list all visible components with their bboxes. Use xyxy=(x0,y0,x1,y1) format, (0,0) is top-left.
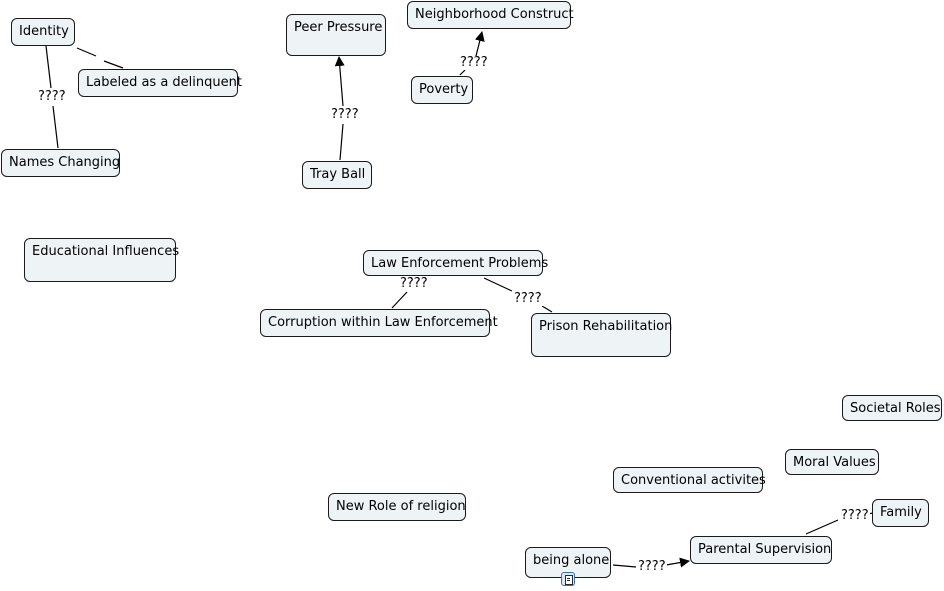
link-tray-peer-lower xyxy=(339,123,344,161)
link-label-poverty-neighborhood[interactable]: ???? xyxy=(459,55,489,70)
concept-prison-rehabilitation[interactable]: Prison Rehabilitation xyxy=(531,313,672,357)
link-label-parental-family[interactable]: ???? xyxy=(840,508,870,523)
concept-conventional-activites[interactable]: Conventional activites xyxy=(613,467,766,493)
document-resource-icon[interactable] xyxy=(561,572,575,586)
link-label-identity-names[interactable]: ???? xyxy=(37,89,67,104)
concept-poverty[interactable]: Poverty xyxy=(411,76,473,104)
concept-peer-pressure[interactable]: Peer Pressure xyxy=(286,14,386,56)
concept-family[interactable]: Family xyxy=(872,499,929,527)
link-identity-names-lower xyxy=(52,105,59,149)
concept-labeled-delinquent[interactable]: Labeled as a delinquent xyxy=(78,69,242,97)
link-tray-peer-upper[interactable] xyxy=(334,56,345,107)
link-label-tray-peer[interactable]: ???? xyxy=(330,107,360,122)
link-poverty-neighborhood-lower xyxy=(459,69,466,76)
concept-neighborhood-construct[interactable]: Neighborhood Construct xyxy=(407,1,574,29)
link-label-alone-parental[interactable]: ???? xyxy=(637,559,667,574)
concept-names-changing[interactable]: Names Changing xyxy=(1,149,120,177)
concept-parental-supervision[interactable]: Parental Supervision xyxy=(690,536,832,564)
link-label-law-prison[interactable]: ???? xyxy=(513,291,543,306)
link-identity-labeled-2 xyxy=(103,60,124,69)
link-law-prison-lower xyxy=(541,305,553,313)
concept-societal-roles[interactable]: Societal Roles xyxy=(842,395,942,421)
concept-moral-values[interactable]: Moral Values xyxy=(785,449,879,475)
concept-tray-ball[interactable]: Tray Ball xyxy=(302,161,372,189)
concept-new-role-religion[interactable]: New Role of religion xyxy=(328,493,466,521)
concept-corruption-law-enforcement[interactable]: Corruption within Law Enforcement xyxy=(260,309,498,337)
link-identity-names-upper xyxy=(45,45,52,89)
link-label-law-corruption[interactable]: ???? xyxy=(399,276,429,291)
link-law-prison-upper xyxy=(483,277,513,292)
link-alone-parental-right[interactable] xyxy=(665,557,690,568)
link-alone-parental-left xyxy=(612,564,637,568)
link-poverty-neighborhood-upper[interactable] xyxy=(474,31,485,57)
concept-educational-influences[interactable]: Educational Influences xyxy=(24,238,179,282)
link-identity-labeled xyxy=(76,47,97,57)
link-parental-family-lower xyxy=(805,519,839,535)
link-law-corruption xyxy=(391,291,408,309)
concept-law-enforcement-problems[interactable]: Law Enforcement Problems xyxy=(363,250,548,276)
concept-identity[interactable]: Identity xyxy=(11,18,75,46)
